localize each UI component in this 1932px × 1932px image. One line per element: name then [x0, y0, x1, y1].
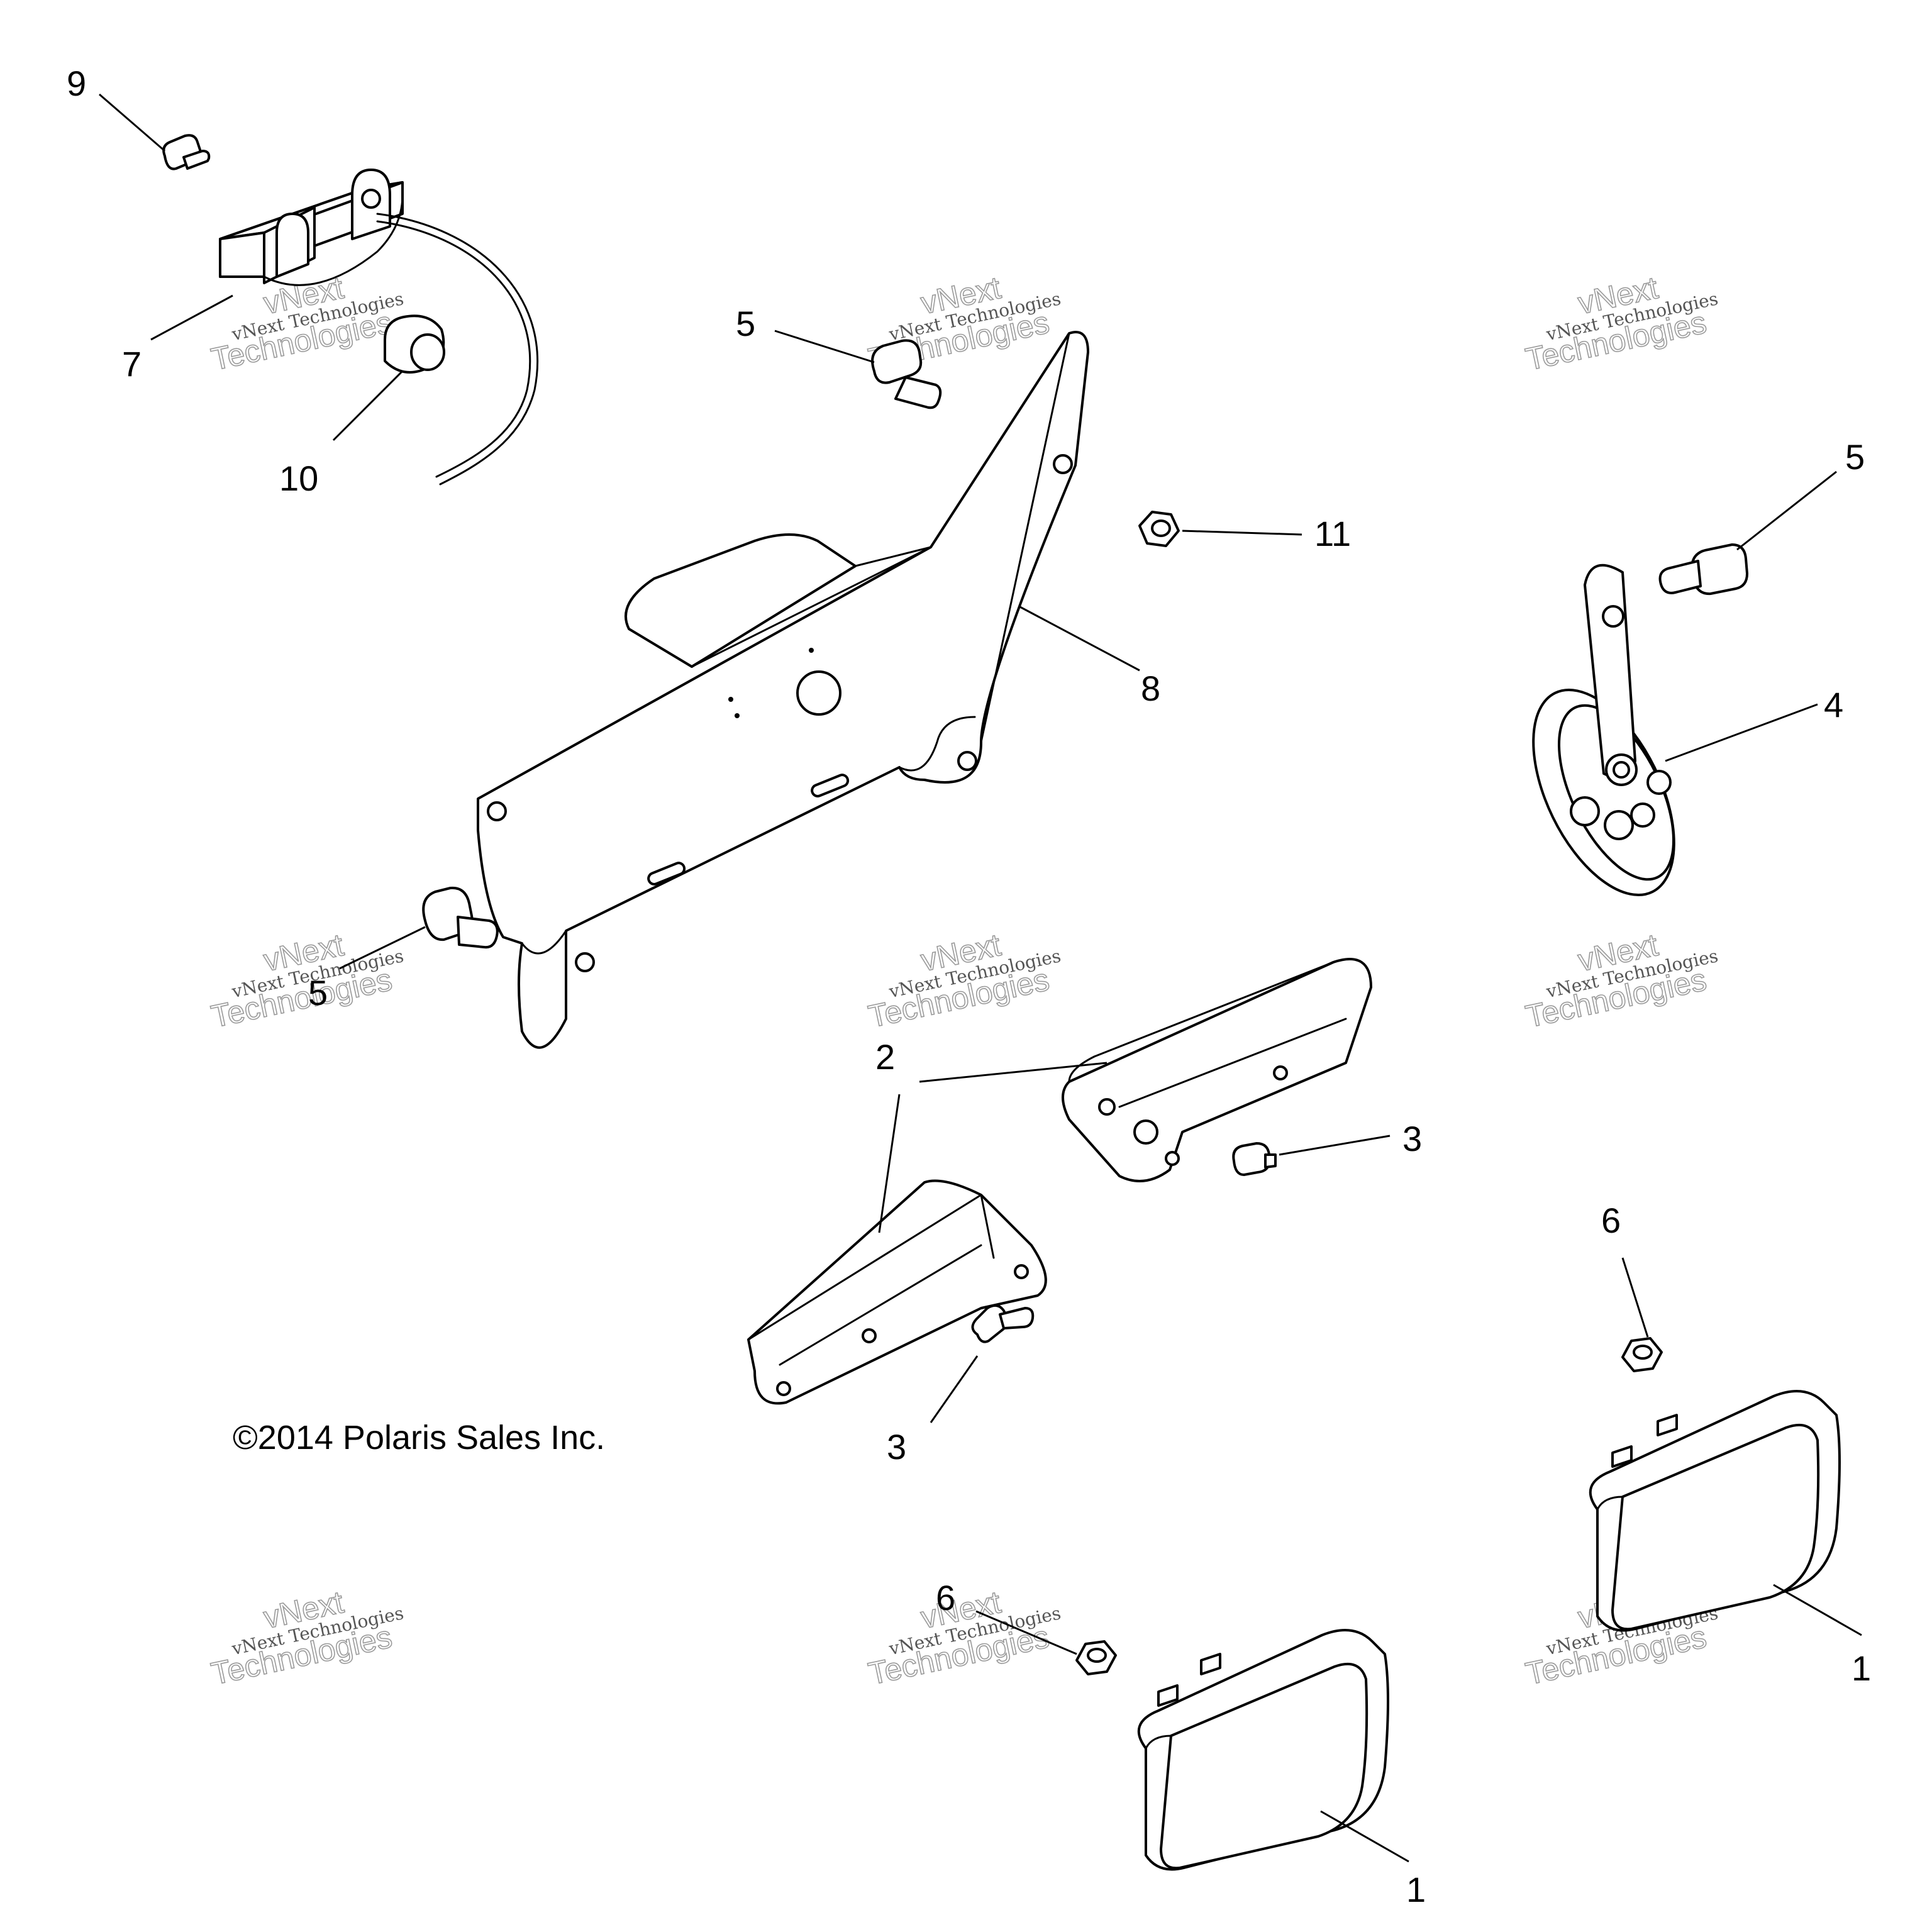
part-2-bracket-lower: [747, 1179, 1047, 1405]
watermark-5: vNext vNext Technologies Technologies: [865, 926, 1062, 1035]
leader-2b: [878, 1094, 901, 1233]
leader-5-left: [339, 926, 426, 970]
callout-7: 7: [122, 344, 142, 384]
callout-4: 4: [1824, 685, 1843, 724]
callout-1-lower: 1: [1406, 1870, 1426, 1909]
callout-9: 9: [67, 64, 86, 103]
callout-3-upper: 3: [1402, 1119, 1422, 1158]
watermark-8: vNext vNext Technologies Technologies: [865, 1584, 1062, 1692]
leader-7: [150, 294, 233, 341]
leader-5-top: [774, 330, 875, 364]
part-8-bracket: [477, 331, 1089, 1049]
part-6-nut-upper: [1621, 1337, 1663, 1372]
callout-2: 2: [875, 1037, 895, 1077]
leader-1-right: [1773, 1584, 1862, 1636]
part-3-screw-upper: [1232, 1142, 1277, 1176]
leader-8: [1018, 605, 1140, 672]
part-11-nut: [1138, 511, 1180, 547]
copyright-text: ©2014 Polaris Sales Inc.: [233, 1419, 605, 1457]
callout-5-right: 5: [1845, 437, 1865, 477]
callout-11: 11: [1314, 514, 1351, 553]
callout-6-lower: 6: [936, 1578, 955, 1618]
callout-numbers: 9 7 10 5 11 8 5 4 5 2 3 3 6 6 1 1: [67, 64, 1871, 1909]
leader-lines: [99, 93, 1862, 1863]
leader-5-right: [1736, 470, 1837, 551]
callout-5-top: 5: [736, 304, 755, 343]
leader-3-lower: [930, 1355, 979, 1423]
watermark-3: vNext vNext Technologies Technologies: [1522, 269, 1719, 377]
part-4-horn: [1532, 564, 1675, 897]
part-5-bolt-left: [422, 886, 499, 949]
watermark-6: vNext vNext Technologies Technologies: [1522, 926, 1719, 1035]
part-2-bracket-upper: [1062, 958, 1372, 1182]
leader-4: [1665, 703, 1818, 762]
watermark-4: vNext vNext Technologies Technologies: [208, 926, 405, 1035]
part-7-module: [219, 169, 539, 486]
part-6-nut-lower: [1075, 1640, 1117, 1675]
part-1-lamp-lower: [1137, 1629, 1389, 1871]
callout-10: 10: [279, 458, 318, 498]
leader-6-lower: [975, 1610, 1077, 1655]
part-10-grommet: [384, 314, 445, 374]
leader-6-upper: [1621, 1257, 1649, 1338]
part-1-lamp-right: [1589, 1390, 1841, 1632]
leader-3-upper: [1279, 1135, 1391, 1156]
part-5-bolt-top: [871, 339, 942, 409]
leader-2a: [919, 1062, 1108, 1083]
leader-10: [332, 370, 404, 441]
callout-1-right: 1: [1852, 1648, 1871, 1688]
callout-5-left: 5: [308, 973, 328, 1013]
part-9-screw: [162, 134, 211, 170]
part-3-screw-lower: [971, 1304, 1035, 1343]
part-5-bolt-right: [1658, 543, 1748, 596]
leader-1-lower: [1320, 1810, 1409, 1863]
callout-8: 8: [1141, 669, 1160, 708]
callout-6-upper: 6: [1601, 1201, 1621, 1240]
watermark-7: vNext vNext Technologies Technologies: [208, 1584, 405, 1692]
callout-3-lower: 3: [887, 1427, 906, 1467]
leader-11: [1182, 530, 1302, 536]
leader-9: [99, 93, 165, 152]
